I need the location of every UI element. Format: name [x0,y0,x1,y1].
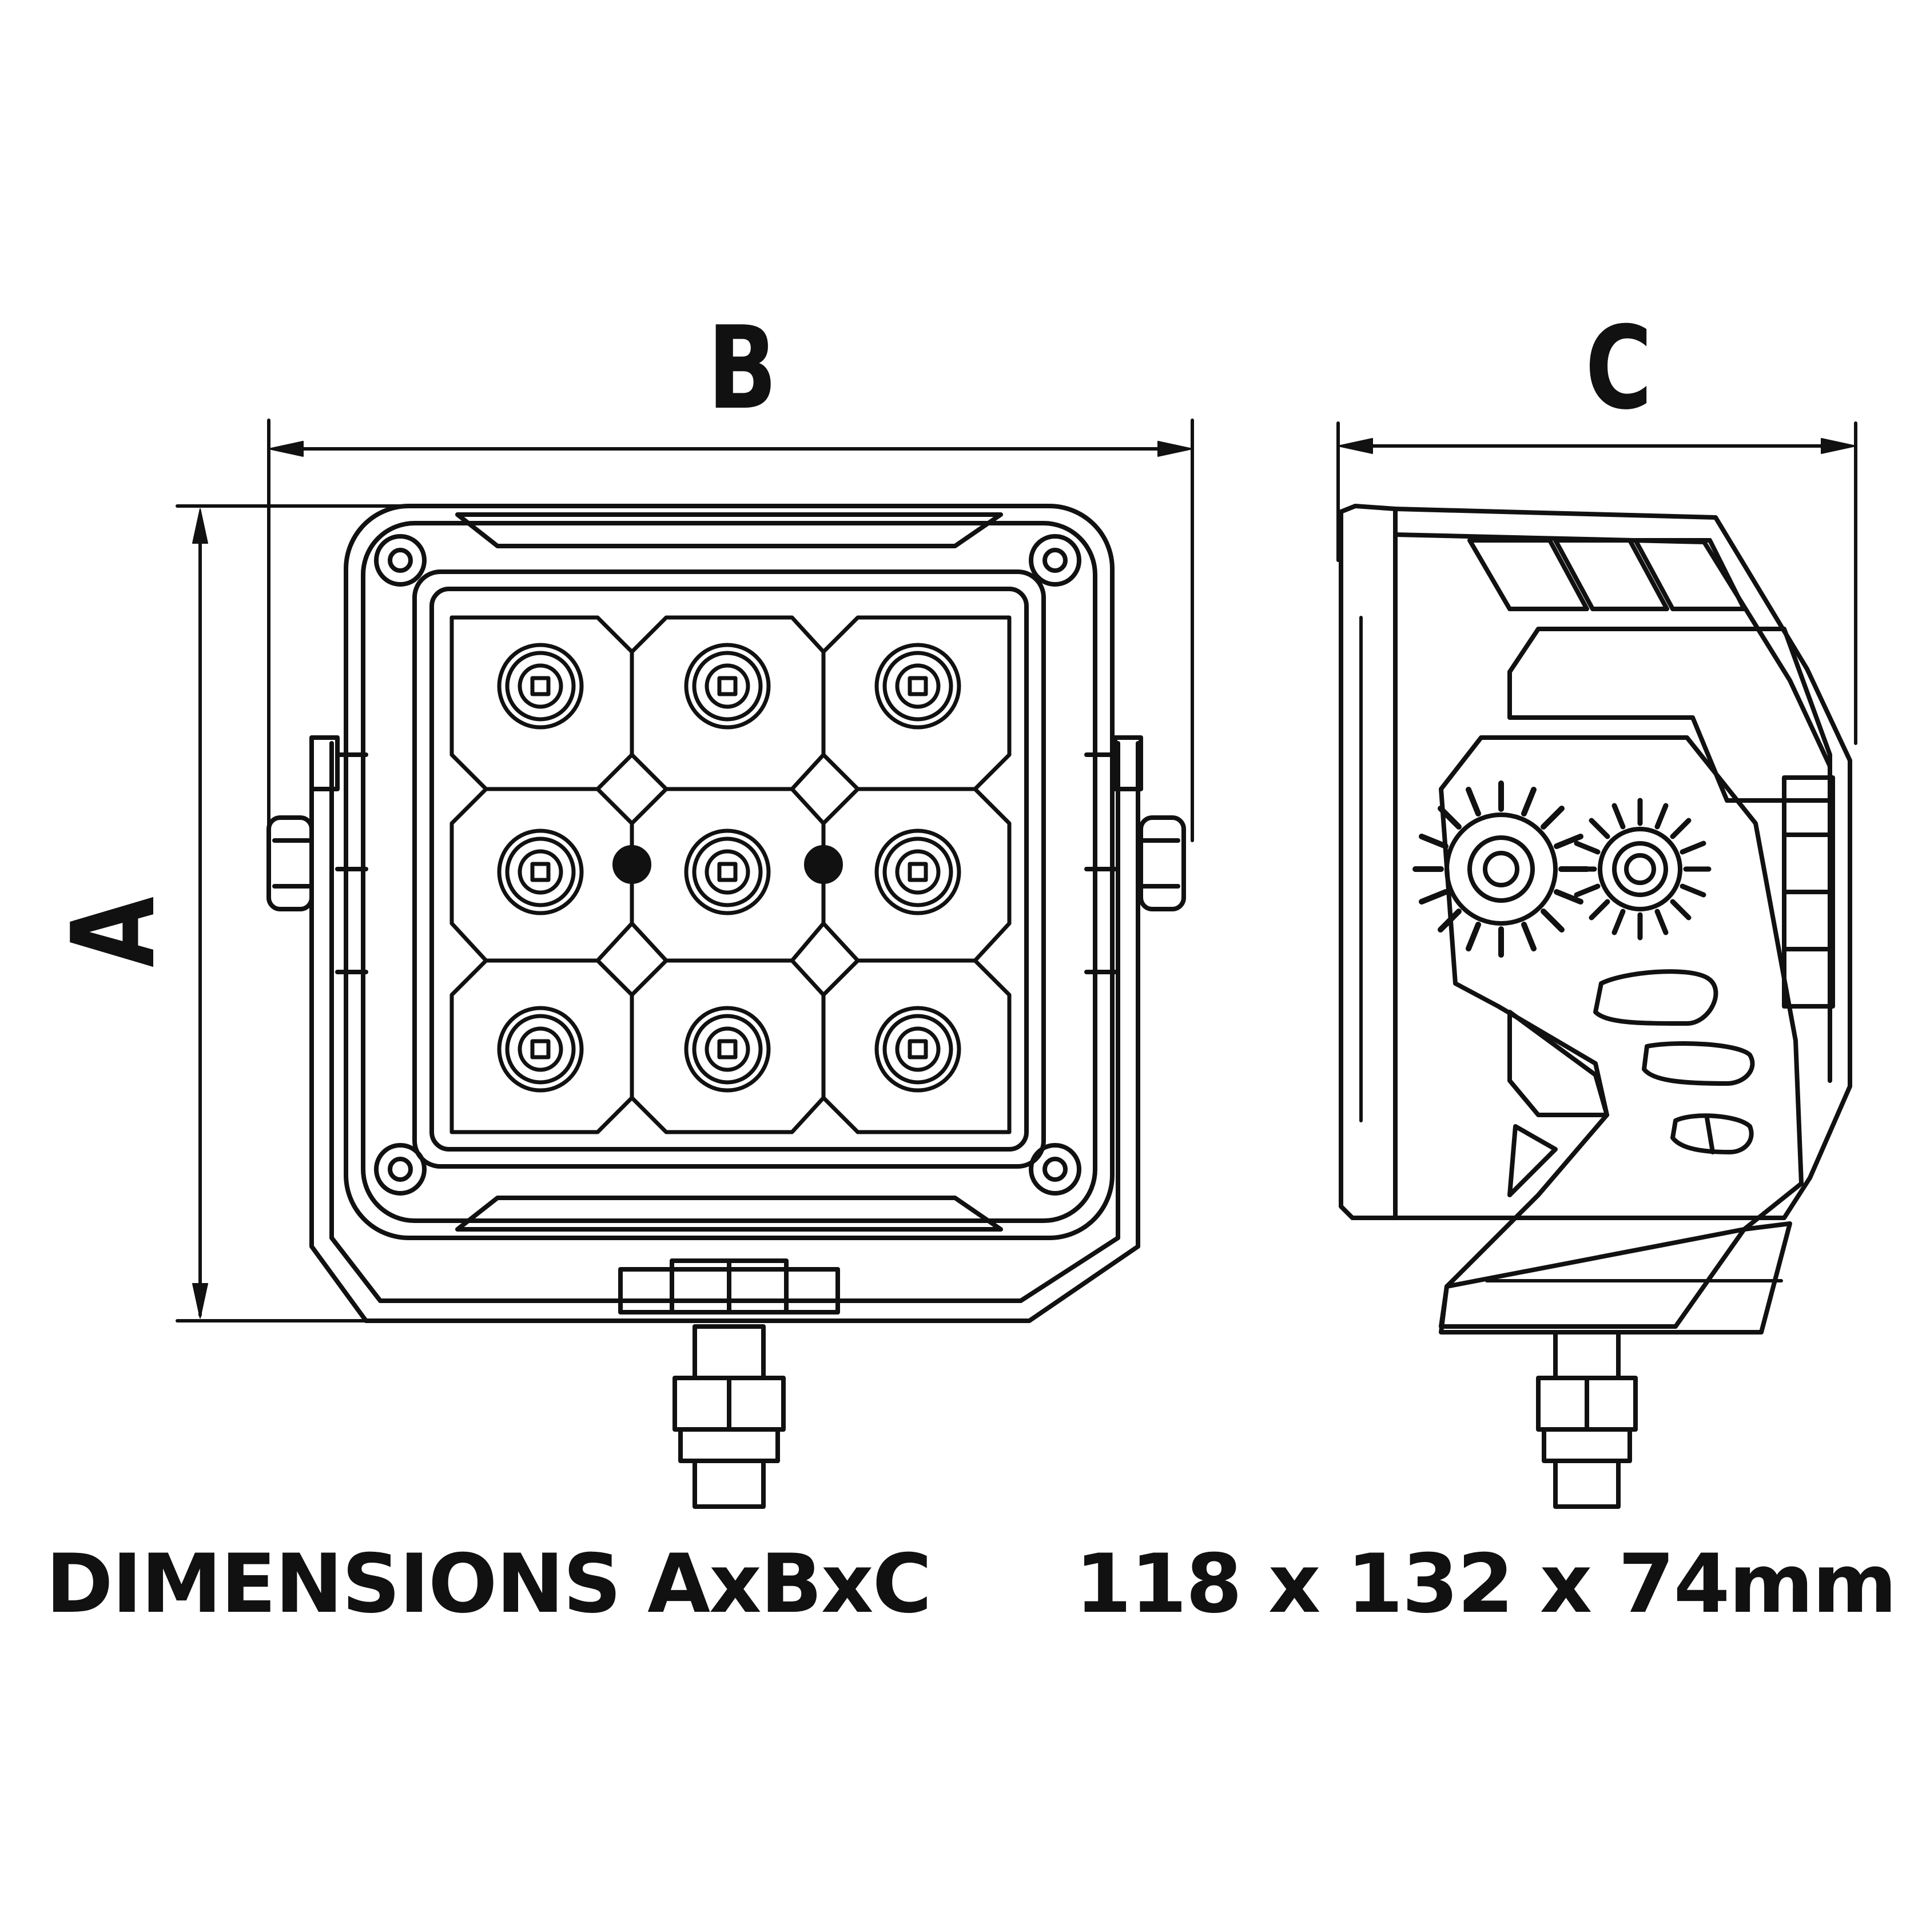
dimensions-caption-value: 118 x 132 x 74mm [1075,1537,1897,1631]
dimension-b-line [267,419,1194,842]
dimensions-caption-label: DIMENSIONS AxBxC [46,1537,932,1631]
side-view [1339,504,1852,1509]
dimension-c-line [1336,421,1857,745]
dimension-label-c: C [1585,302,1653,435]
dimension-label-a: A [47,897,181,967]
dimension-label-b: B [707,302,777,435]
front-view [266,504,1186,1509]
led-array [497,643,961,1093]
